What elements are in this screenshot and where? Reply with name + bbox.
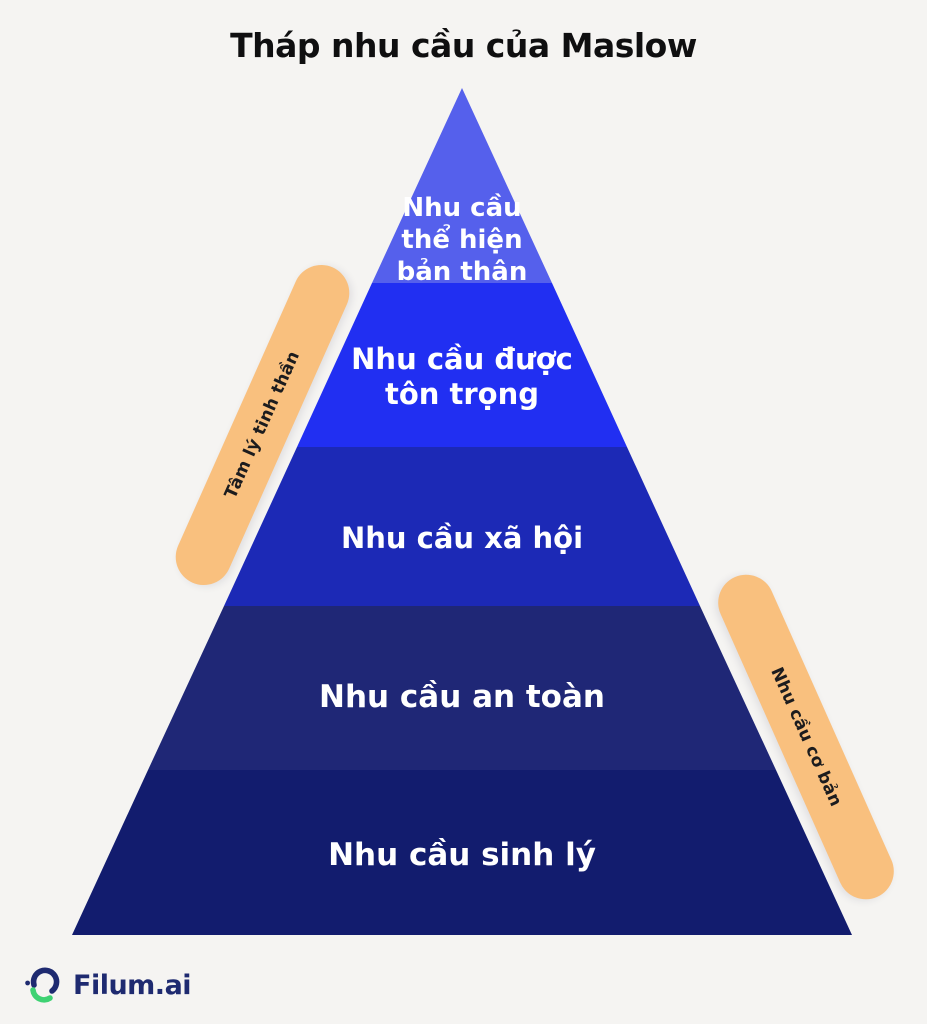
- level-label-esteem-line1: Nhu cầu được: [351, 342, 573, 376]
- level-label-social: Nhu cầu xã hội: [341, 521, 583, 555]
- level-label-self-actualization-line3: bản thân: [397, 256, 528, 287]
- level-label-safety: Nhu cầu an toàn: [319, 679, 605, 715]
- level-label-self-actualization-line2: thể hiện: [401, 222, 522, 255]
- pyramid-level-safety: [148, 606, 776, 770]
- level-label-physiological: Nhu cầu sinh lý: [328, 837, 596, 873]
- pyramid-level-self-actualization: [372, 88, 552, 283]
- page-title: Tháp nhu cầu của Maslow: [230, 26, 697, 65]
- pyramid-level-social: [224, 447, 700, 606]
- level-label-esteem-line2: tôn trọng: [385, 377, 539, 411]
- level-label-self-actualization-line1: Nhu cầu: [402, 192, 521, 223]
- filum-logo-text: Filum.ai: [73, 969, 192, 1001]
- pyramid-level-esteem: [297, 283, 627, 447]
- brand-logo: Filum.ai: [24, 958, 192, 1012]
- filum-logo-icon: [25, 967, 60, 1003]
- pyramid-level-physiological: [72, 770, 852, 935]
